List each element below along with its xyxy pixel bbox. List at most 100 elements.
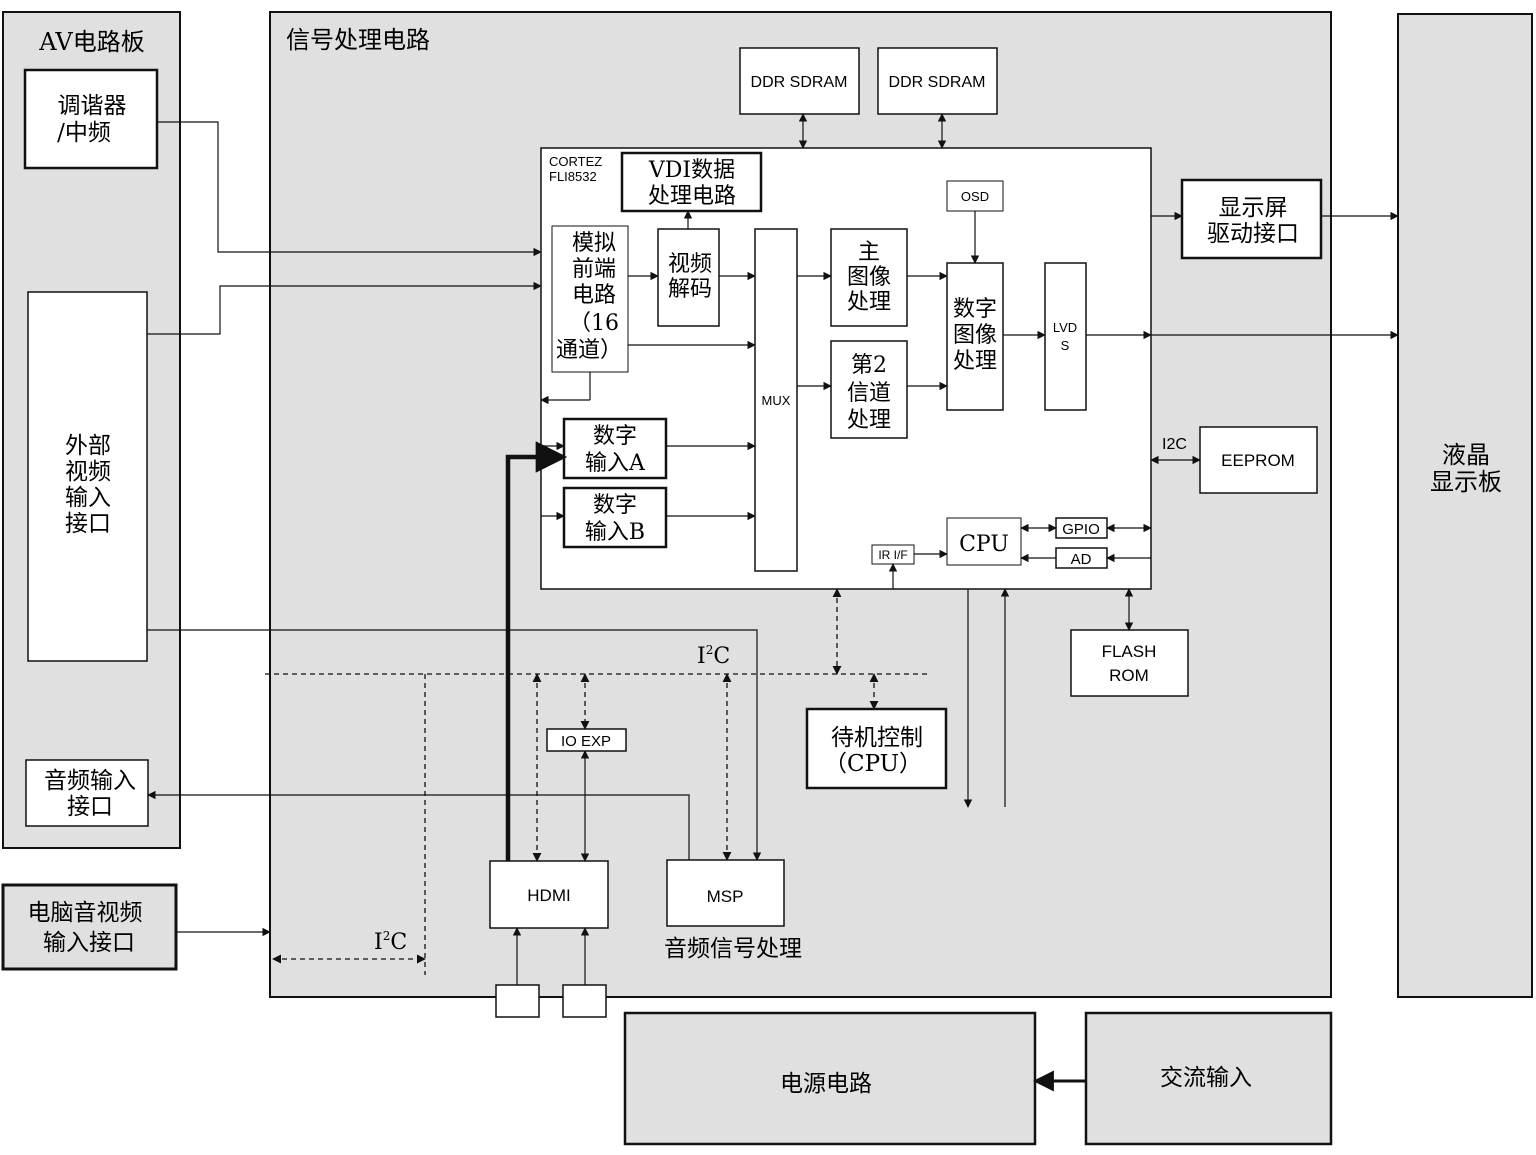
ext-video-box — [27, 291, 148, 662]
vdi-line-1: VDI数据 — [648, 158, 735, 183]
video-decode-line-2: 解码 — [668, 277, 712, 302]
ext-video-line-4: 接口 — [65, 511, 111, 537]
wire-tuner-to-frontend — [157, 121, 542, 257]
standby-control-line-2: （CPU） — [824, 751, 922, 777]
flash-rom-line-2: ROM — [1109, 666, 1149, 685]
i2c-bus-bottom-letter-i: I — [374, 930, 383, 955]
lvds-line-1: LVD — [1053, 320, 1077, 335]
hdmi-connector-1 — [495, 984, 540, 1018]
display-driver-line-1: 显示屏 — [1219, 195, 1288, 221]
ddr-sdram-1-box — [739, 47, 860, 115]
chip-label-line-1: CORTEZ — [549, 154, 602, 169]
analog-frontend-line-4: （16 — [569, 311, 619, 336]
av-board-title: AV电路板 — [38, 28, 144, 56]
ddr-sdram-2-label: DDR SDRAM — [889, 74, 986, 91]
ext-video-line-2: 视频 — [65, 459, 111, 485]
mux-box — [754, 228, 798, 572]
cpu-box — [946, 517, 1022, 566]
wire-msp-to-audioin — [147, 790, 690, 860]
i2c-bus-letter-c: C — [713, 644, 730, 669]
ext-video-line-1: 外部 — [65, 433, 111, 459]
digital-image-box — [946, 262, 1004, 411]
lcd-panel-line-1: 液晶 — [1442, 441, 1490, 469]
osd-label: OSD — [961, 189, 989, 204]
lcd-panel-line-2: 显示板 — [1430, 468, 1502, 496]
standby-control-line-1: 待机控制 — [831, 725, 923, 751]
analog-frontend-line-5: 通道） — [556, 338, 622, 363]
i2c-bus-letter-i: I — [697, 644, 706, 669]
msp-label: MSP — [707, 887, 744, 906]
tuner-box — [23, 68, 159, 170]
analog-frontend-line-3: 电路 — [572, 283, 616, 308]
i2c-bus-sup: 2 — [706, 643, 714, 657]
ddr-sdram-1-label: DDR SDRAM — [751, 74, 848, 91]
i2c-bus-bottom-sup: 2 — [383, 929, 391, 943]
chip-label-line-2: FLI8532 — [549, 169, 597, 184]
digital-image-line-3: 处理 — [953, 349, 997, 374]
audio-processing-label: 音频信号处理 — [664, 936, 802, 962]
lvds-box — [1044, 262, 1087, 411]
video-decode-line-1: 视频 — [668, 252, 712, 277]
pc-input-box — [1, 883, 178, 971]
main-image-line-3: 处理 — [847, 290, 891, 315]
digital-image-line-1: 数字 — [953, 297, 997, 322]
second-channel-line-1: 第2 — [851, 353, 887, 378]
i2c-dashed-bus — [265, 588, 930, 975]
eeprom-label: EEPROM — [1221, 451, 1295, 470]
analog-frontend-line-2: 前端 — [572, 257, 616, 282]
digital-input-a-line-1: 数字 — [593, 424, 637, 449]
ac-input-label: 交流输入 — [1160, 1065, 1252, 1091]
gpio-label: GPIO — [1062, 521, 1100, 538]
analog-frontend-line-1: 模拟 — [572, 231, 616, 256]
vdi-line-2: 处理电路 — [648, 184, 736, 209]
ac-input-box — [1084, 1011, 1333, 1146]
osd-box — [946, 180, 1004, 212]
hdmi-box — [489, 860, 609, 929]
tuner-line-1: 调谐器 — [58, 93, 127, 119]
second-channel-box — [830, 340, 908, 439]
i2c-bus-bottom-label: I2C — [374, 929, 407, 955]
audio-in-line-2: 接口 — [67, 794, 113, 820]
cpu-label: CPU — [959, 532, 1009, 557]
ext-video-line-3: 输入 — [65, 485, 111, 511]
audio-in-box — [25, 759, 149, 827]
main-image-line-2: 图像 — [847, 265, 891, 290]
second-channel-line-2: 信道 — [847, 381, 891, 406]
ad-label: AD — [1071, 551, 1092, 568]
hdmi-label: HDMI — [527, 886, 570, 905]
ddr-sdram-2-box — [877, 47, 998, 115]
digital-input-b-box — [562, 486, 668, 549]
wire-hdmi-to-digital-a — [505, 441, 568, 861]
pc-input-line-1: 电脑音视频 — [28, 900, 143, 926]
second-channel-line-3: 处理 — [847, 408, 891, 433]
display-driver-box — [1180, 178, 1323, 260]
mux-label: MUX — [762, 393, 791, 408]
flash-rom-box — [1070, 629, 1189, 697]
signal-board-title: 信号处理电路 — [286, 26, 430, 54]
audio-in-line-1: 音频输入 — [44, 768, 136, 794]
lcd-panel — [1397, 13, 1533, 998]
lvds-line-2: S — [1061, 338, 1070, 353]
digital-input-b-line-1: 数字 — [593, 493, 637, 518]
digital-input-b-line-2: 输入B — [585, 520, 645, 545]
pc-input-line-2: 输入接口 — [43, 930, 135, 956]
digital-input-a-box — [562, 417, 668, 480]
tuner-line-2: /中频 — [57, 120, 111, 146]
wire-extvideo-to-frontend — [147, 281, 542, 335]
i2c-bus-label: I2C — [697, 643, 730, 669]
flash-rom-line-1: FLASH — [1102, 642, 1157, 661]
power-circuit-label: 电源电路 — [780, 1071, 872, 1097]
digital-image-line-2: 图像 — [953, 323, 997, 348]
hdmi-connector-2 — [562, 984, 607, 1018]
wire-extvideo-to-msp — [147, 629, 762, 861]
i2c-eeprom-label: I2C — [1162, 436, 1187, 453]
main-image-box — [830, 228, 908, 327]
msp-box — [666, 859, 785, 927]
display-driver-line-2: 驱动接口 — [1207, 221, 1299, 247]
digital-input-a-line-2: 输入A — [585, 451, 646, 476]
video-decode-box — [657, 228, 720, 327]
ir-if-label: IR I/F — [878, 548, 907, 562]
main-image-line-1: 主 — [858, 240, 880, 265]
i2c-bus-bottom-letter-c: C — [390, 930, 407, 955]
